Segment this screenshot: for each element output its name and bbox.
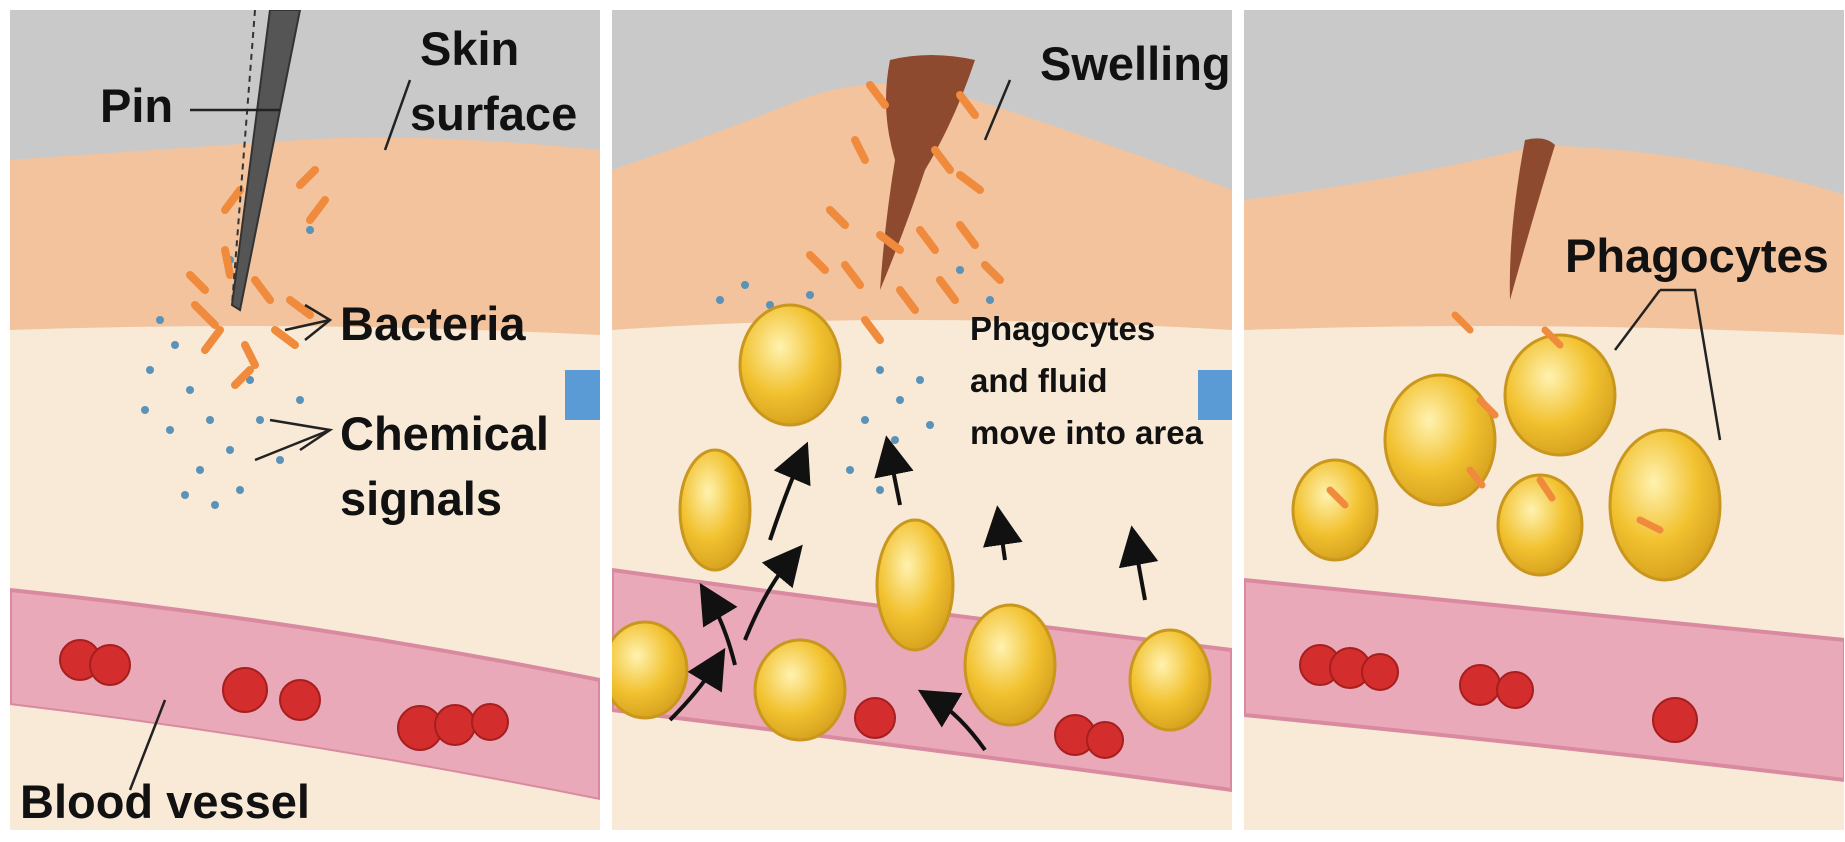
panel-phagocytosis: Phagocytes <box>1244 10 1845 830</box>
label-phagocytes: Phagocytes <box>1565 229 1829 282</box>
panel-inflammation: Swelling Phagocytes and fluid move into … <box>603 10 1232 830</box>
label-chemical-signals-line1: Chemical <box>340 407 549 460</box>
label-skin-surface-line2: surface <box>410 87 577 140</box>
label-bacteria: Bacteria <box>340 297 526 350</box>
label-blood-vessel: Blood vessel <box>20 775 310 828</box>
label-phagocytes-move-line3: move into area <box>970 414 1204 451</box>
panel-divider-1 <box>600 0 612 842</box>
label-pin: Pin <box>100 79 173 132</box>
label-skin-surface-line1: Skin <box>420 22 519 75</box>
label-chemical-signals-line2: signals <box>340 472 502 525</box>
panel-injury: Pin Skin surface Bacteria Chemical signa… <box>10 10 600 830</box>
label-phagocytes-move-line1: Phagocytes <box>970 310 1155 347</box>
label-phagocytes-move-line2: and fluid <box>970 362 1107 399</box>
label-swelling: Swelling <box>1040 37 1231 90</box>
panel-divider-2 <box>1232 0 1244 842</box>
